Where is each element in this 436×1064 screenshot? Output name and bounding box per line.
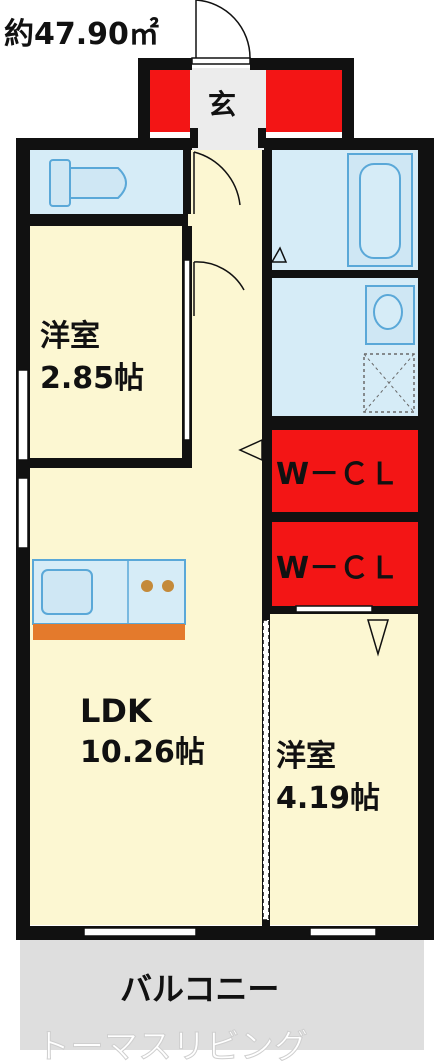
window	[17, 477, 29, 549]
entrance-door	[195, 0, 251, 59]
wcl-2-floor	[272, 522, 418, 608]
western-room-2-floor	[268, 612, 423, 925]
storage-window	[295, 605, 373, 613]
entrance-floor	[190, 68, 266, 150]
balcony-floor	[20, 940, 424, 1050]
western-room-1-name: 洋室	[40, 319, 100, 354]
floor-area-label: 約47.90㎡	[4, 17, 159, 52]
western-room-2-door	[366, 619, 390, 657]
stove-burner-icon	[141, 580, 153, 592]
floor-fills	[20, 68, 424, 1050]
watermark: トーマスリビング	[36, 1027, 308, 1064]
balcony-window	[309, 927, 377, 937]
toilet-door	[193, 151, 241, 214]
shoe-storage-right	[266, 70, 342, 132]
wash-basin-icon	[365, 285, 415, 345]
window	[183, 259, 191, 441]
toilet-icon	[49, 159, 127, 207]
fixtures	[32, 153, 415, 640]
western-room-2-size: 4.19帖	[276, 781, 380, 816]
balcony-window	[83, 927, 197, 937]
washing-machine-pan-icon	[363, 353, 415, 413]
ldk-name: LDK	[80, 692, 153, 730]
window	[17, 369, 29, 461]
ldk-size: 10.26帖	[80, 735, 205, 770]
western-room-1-door	[193, 261, 245, 316]
kitchen-counter	[32, 559, 186, 640]
stove-burner-icon	[162, 580, 174, 592]
wcl-1-label: W－ＣＬ	[276, 457, 399, 492]
shoe-storage-left	[150, 70, 190, 132]
bathtub-icon	[347, 153, 413, 267]
entrance-label: 玄	[208, 88, 236, 121]
sink-icon	[41, 569, 93, 615]
wcl-door	[238, 438, 263, 462]
window	[262, 619, 270, 921]
balcony-label: バルコニー	[120, 970, 279, 1008]
ldk-floor	[26, 145, 268, 925]
washroom-door	[270, 246, 288, 263]
western-room-1-size: 2.85帖	[40, 361, 144, 396]
western-room-2-name: 洋室	[276, 739, 336, 774]
openings	[17, 0, 390, 937]
wcl-2-label: W－ＣＬ	[276, 551, 399, 586]
wcl-1-floor	[272, 430, 418, 512]
